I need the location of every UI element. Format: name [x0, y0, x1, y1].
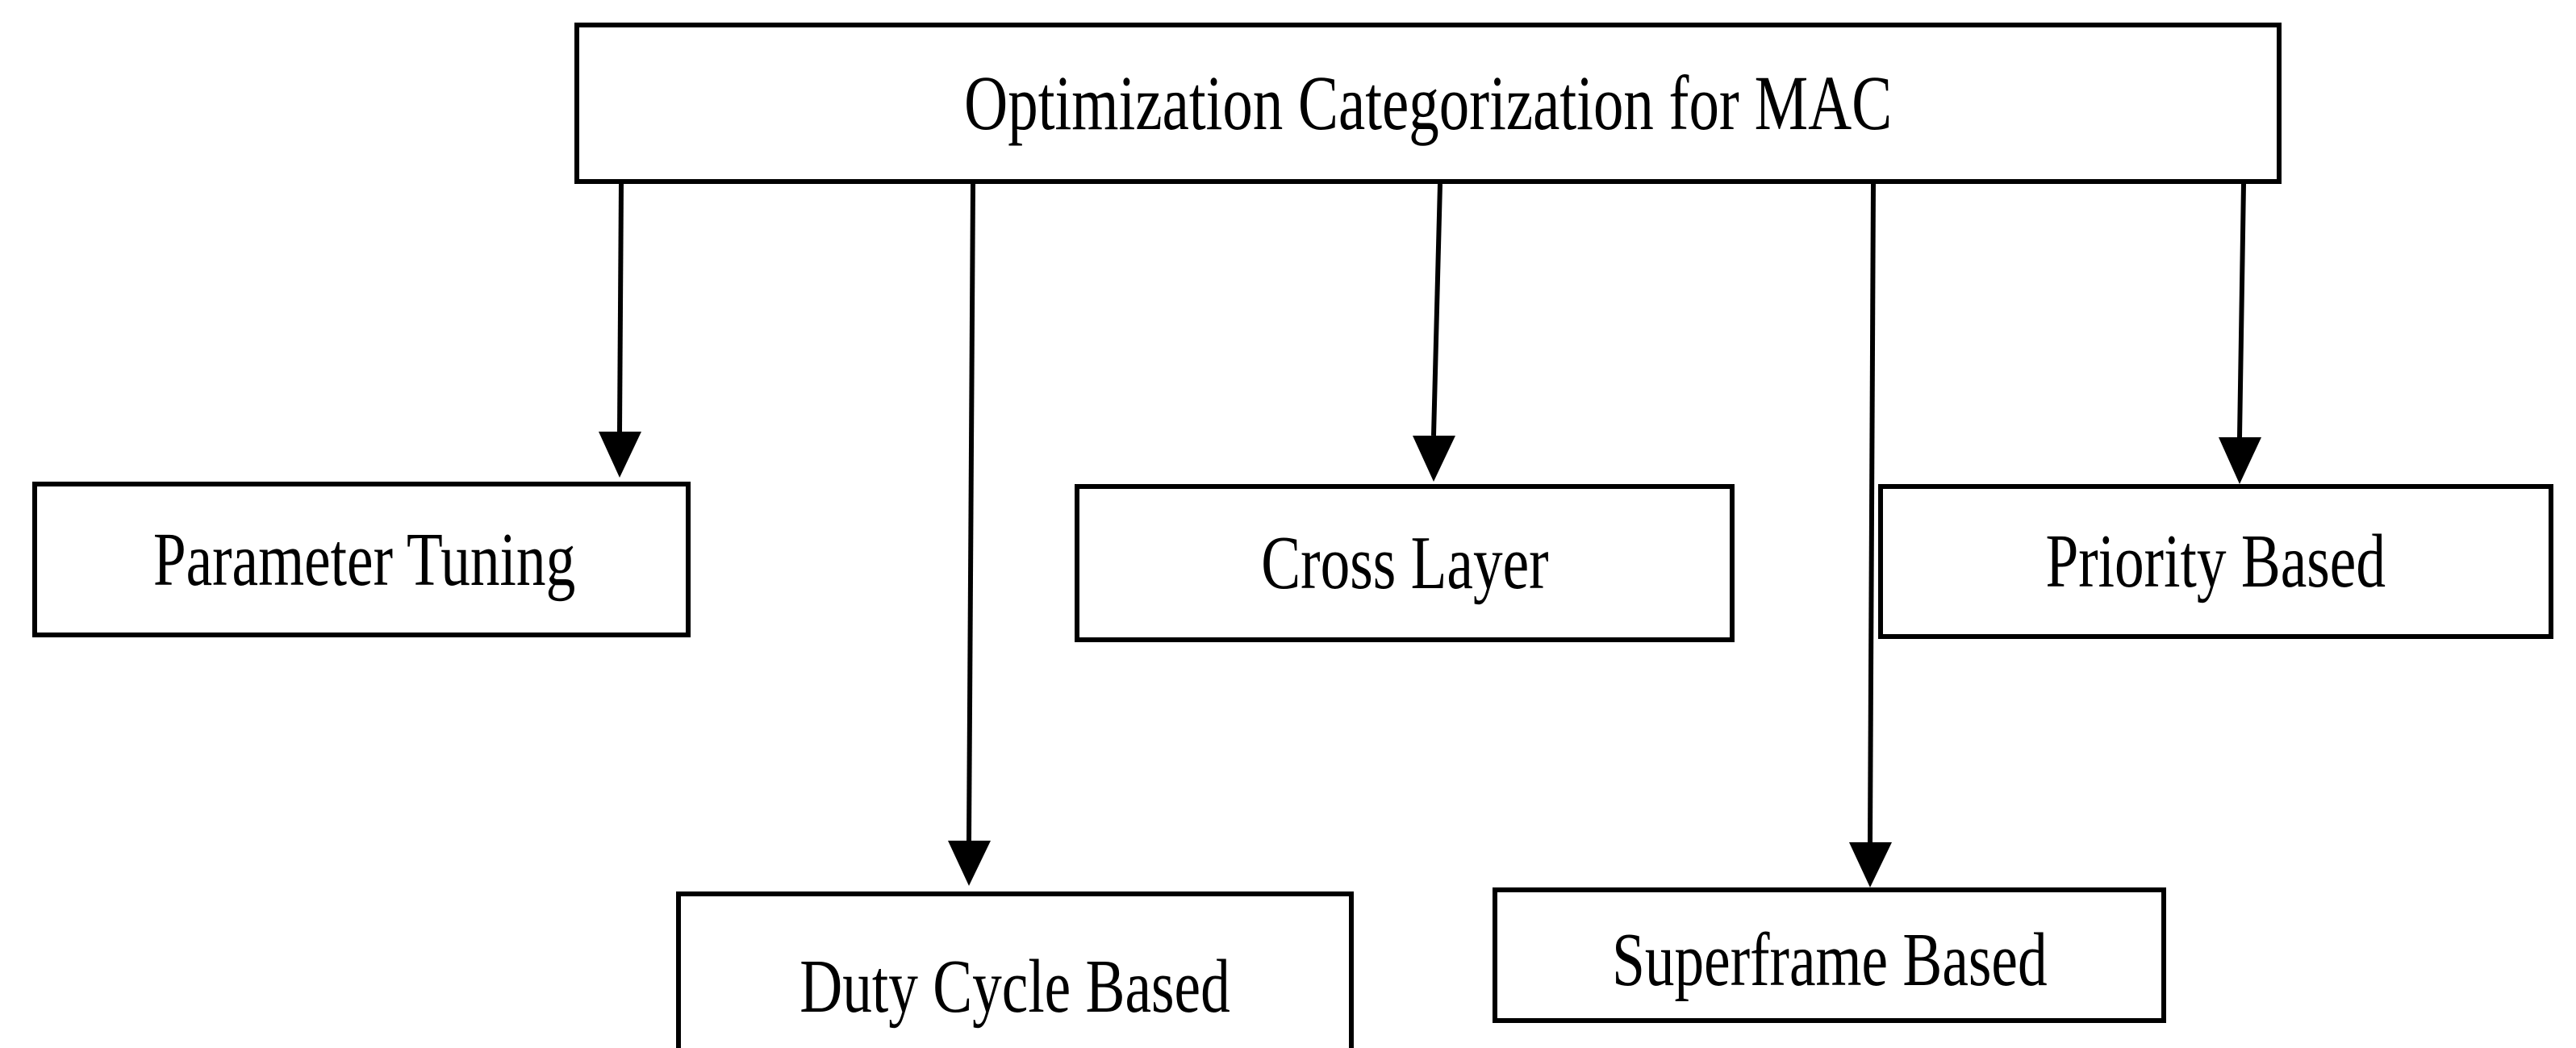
edge-root-to-cross-layer — [1413, 183, 1455, 482]
node-parameter-tuning: Parameter Tuning — [32, 482, 691, 637]
node-cross-layer: Cross Layer — [1075, 484, 1735, 642]
node-label: Superframe Based — [1611, 918, 2048, 1002]
node-label: Duty Cycle Based — [800, 945, 1230, 1029]
edge-root-to-superframe-based — [1849, 183, 1892, 887]
node-label: Parameter Tuning — [152, 517, 576, 602]
node-optimization-categorization-for-mac: Optimization Categorization for MAC — [574, 23, 2282, 184]
node-duty-cycle-based: Duty Cycle Based — [676, 891, 1354, 1048]
node-label: Optimization Categorization for MAC — [963, 60, 1892, 146]
node-label: Priority Based — [2045, 520, 2386, 603]
node-label: Cross Layer — [1260, 521, 1549, 605]
node-priority-based: Priority Based — [1878, 484, 2553, 639]
edge-root-to-parameter-tuning — [599, 183, 641, 478]
edge-root-to-priority-based — [2219, 183, 2261, 484]
node-superframe-based: Superframe Based — [1493, 887, 2166, 1023]
edge-root-to-duty-cycle-based — [948, 183, 991, 886]
